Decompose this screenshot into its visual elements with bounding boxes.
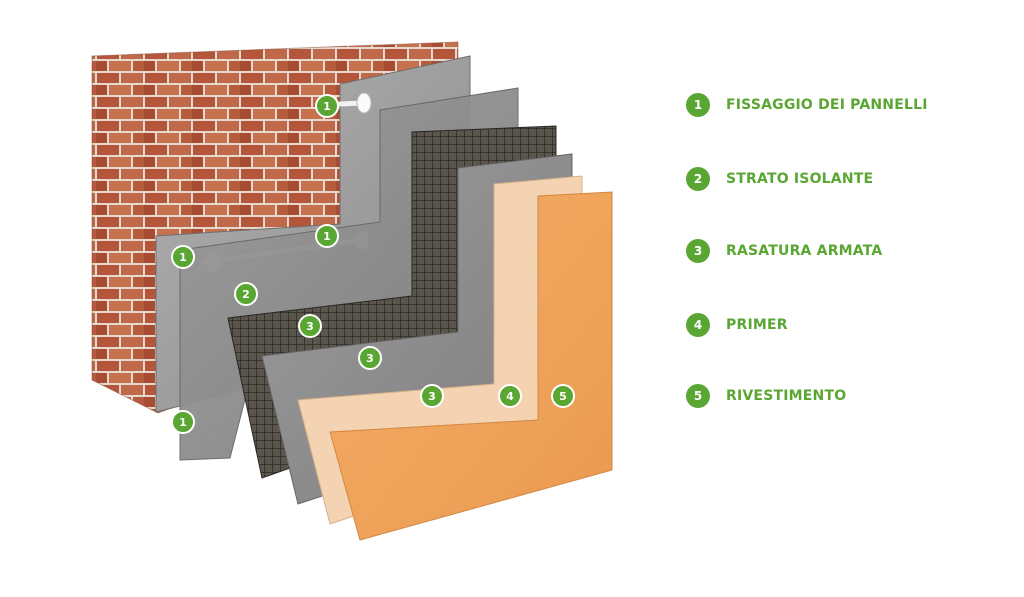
legend-item-reinforced-render: 3 RASATURA ARMATA xyxy=(686,236,882,266)
legend-label: FISSAGGIO DEI PANNELLI xyxy=(726,97,928,113)
marker-mesh: 3 xyxy=(358,346,382,370)
svg-text:1: 1 xyxy=(179,251,187,264)
legend-label: PRIMER xyxy=(726,317,788,333)
svg-text:3: 3 xyxy=(428,390,436,403)
svg-text:1: 1 xyxy=(323,100,331,113)
finish-layer xyxy=(329,191,613,541)
marker-finish: 5 xyxy=(551,384,575,408)
svg-text:2: 2 xyxy=(242,288,250,301)
svg-text:5: 5 xyxy=(559,390,567,403)
marker-insulation: 2 xyxy=(234,282,258,306)
legend-number-badge: 2 xyxy=(686,167,710,191)
svg-text:3: 3 xyxy=(306,320,314,333)
marker-primer: 4 xyxy=(498,384,522,408)
marker-anchor-bottom: 1 xyxy=(171,410,195,434)
legend-item-primer: 4 PRIMER xyxy=(686,310,788,340)
marker-render-top: 3 xyxy=(420,384,444,408)
svg-text:3: 3 xyxy=(366,352,374,365)
legend-label: RASATURA ARMATA xyxy=(726,243,883,259)
legend-number-badge: 3 xyxy=(686,239,710,263)
legend-item-insulation: 2 STRATO ISOLANTE xyxy=(686,164,873,194)
legend-number-badge: 1 xyxy=(686,93,710,117)
svg-text:4: 4 xyxy=(506,390,514,403)
legend-label: STRATO ISOLANTE xyxy=(726,171,874,187)
marker-anchor-top: 1 xyxy=(315,94,339,118)
marker-anchor-mid: 1 xyxy=(315,224,339,248)
svg-text:1: 1 xyxy=(323,230,331,243)
legend-number-badge: 5 xyxy=(686,384,710,408)
marker-anchor-left: 1 xyxy=(171,245,195,269)
legend-item-fixing: 1 FISSAGGIO DEI PANNELLI xyxy=(686,90,928,120)
legend-item-finish: 5 RIVESTIMENTO xyxy=(686,381,846,411)
legend-number-badge: 4 xyxy=(686,313,710,337)
marker-render-base: 3 xyxy=(298,314,322,338)
svg-text:1: 1 xyxy=(179,416,187,429)
legend-label: RIVESTIMENTO xyxy=(726,388,847,404)
